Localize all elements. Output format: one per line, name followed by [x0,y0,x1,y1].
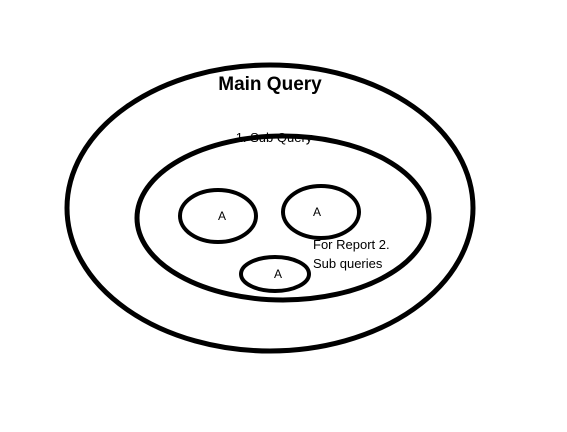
nested-query-ellipse-bottom [239,255,311,293]
main-query-label: Main Query [218,74,322,95]
note-line-1: For Report 2. [313,237,390,252]
nested-query-label-bottom: A [274,267,282,281]
note-line-2: Sub queries [313,256,383,271]
sub-query-ellipse [134,133,432,303]
nested-query-label-left: A [218,209,226,223]
nested-query-label-right: A [313,205,321,219]
sub-query-label: 1. Sub Query [236,130,313,145]
main-query-ellipse [64,62,476,354]
nested-query-ellipse-right [281,184,361,240]
nested-query-ellipse-left [178,188,258,244]
